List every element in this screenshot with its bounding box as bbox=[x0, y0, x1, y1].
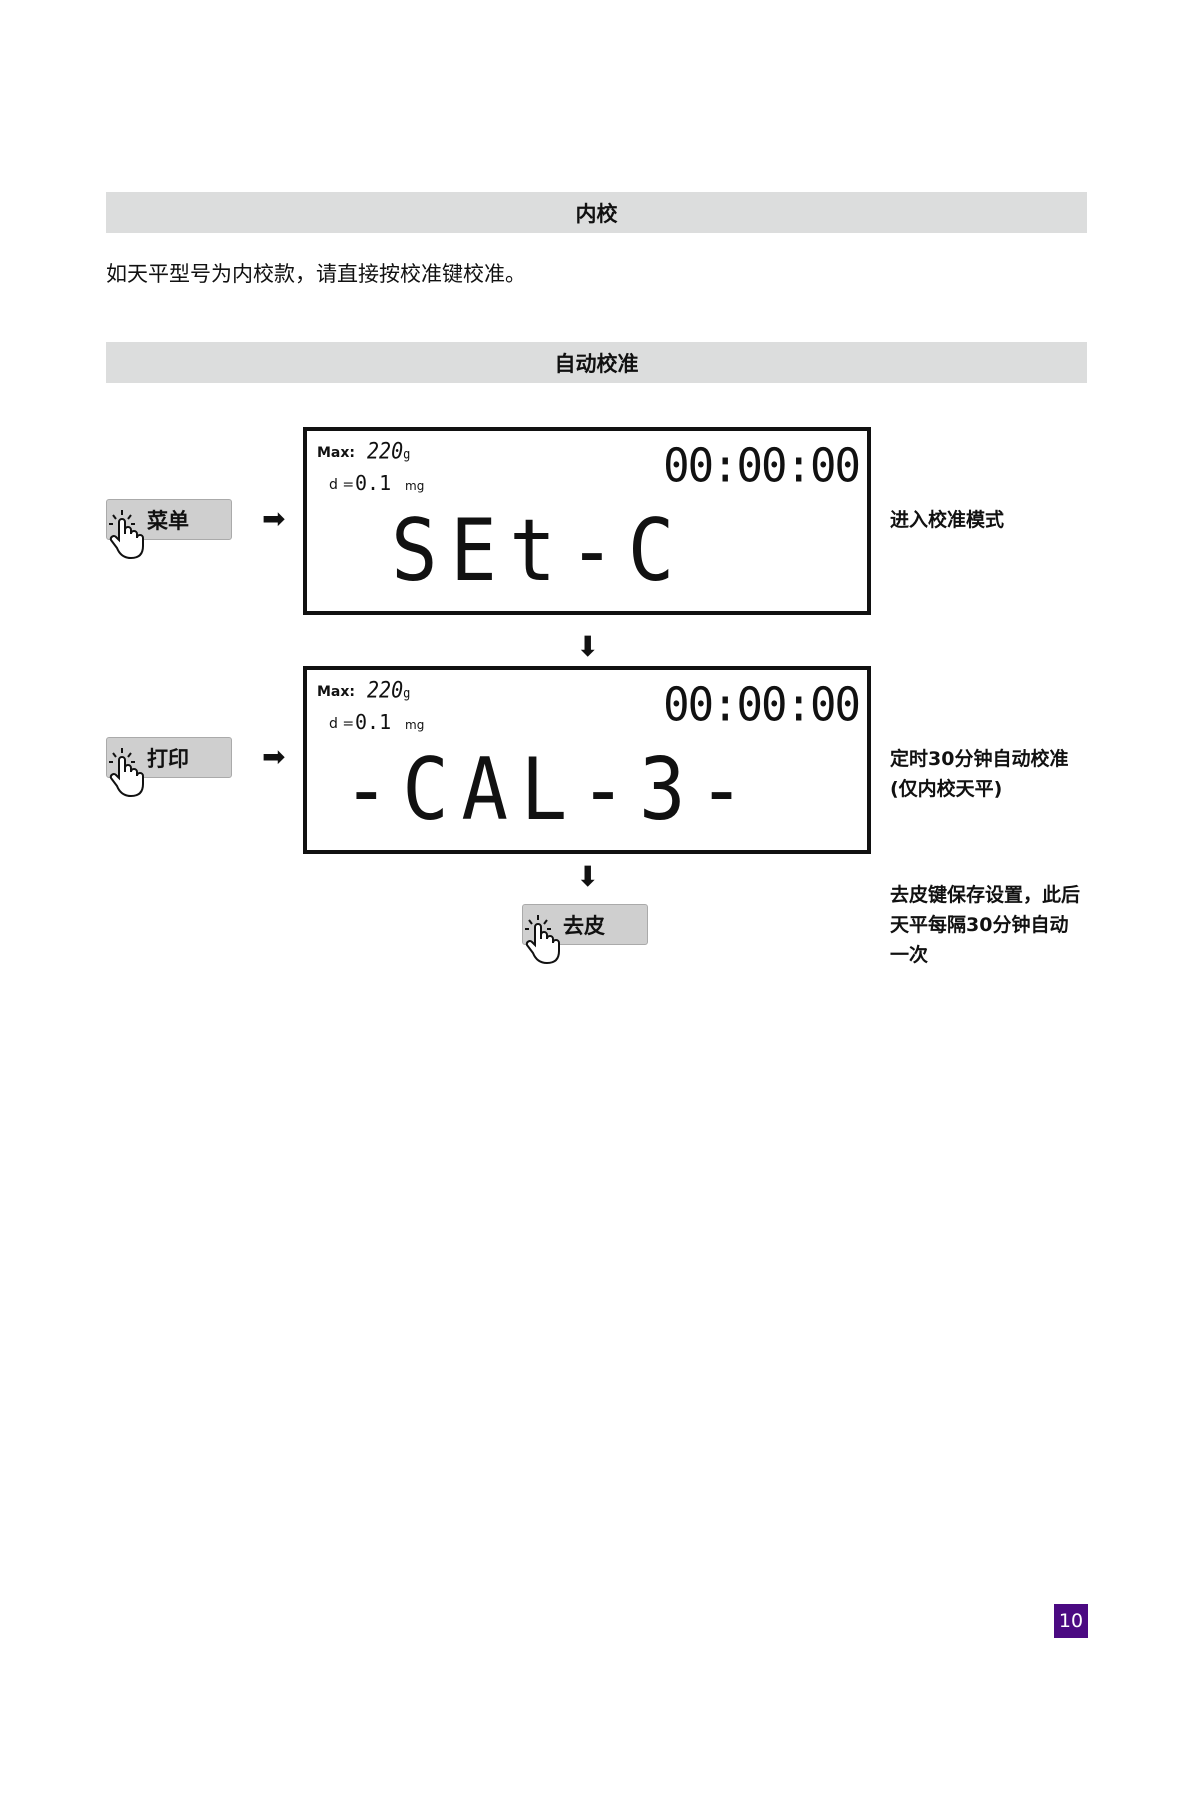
max-value: 220g bbox=[367, 437, 411, 465]
lcd-main-text: -CAL-3- bbox=[343, 740, 758, 840]
tare-button-label: 去皮 bbox=[563, 913, 605, 938]
d-label: d = bbox=[329, 477, 355, 493]
step1-note: 进入校准模式 bbox=[890, 509, 1005, 531]
d-unit: mg bbox=[405, 479, 425, 493]
print-button-label: 打印 bbox=[147, 746, 189, 771]
d-value: 0.1 bbox=[355, 471, 392, 495]
section-header-auto-calibration: 自动校准 bbox=[106, 342, 1087, 383]
press-hand-icon bbox=[109, 748, 144, 798]
step2-note: 定时30分钟自动校准(仅内校天平) bbox=[890, 748, 1069, 800]
section-header-internal-calibration: 内校 bbox=[106, 192, 1087, 233]
arrow-right-icon: ➡ bbox=[262, 502, 286, 535]
lcd-time: 00:00:00 bbox=[663, 439, 861, 494]
arrow-down-icon: ⬇ bbox=[576, 860, 600, 893]
arrow-down-icon: ⬇ bbox=[576, 630, 600, 663]
press-hand-icon bbox=[525, 915, 560, 965]
menu-button[interactable]: 菜单 bbox=[106, 499, 232, 560]
arrow-right-icon: ➡ bbox=[262, 740, 286, 773]
intro-text: 如天平型号为内校款，请直接按校准键校准。 bbox=[106, 262, 526, 286]
max-label: Max: bbox=[317, 445, 356, 461]
lcd-main-text: SEt-C bbox=[391, 501, 688, 601]
lcd-time: 00:00:00 bbox=[663, 678, 861, 733]
step3-note: 去皮键保存设置，此后天平每隔30分钟自动一次 bbox=[890, 884, 1081, 966]
menu-button-label: 菜单 bbox=[147, 508, 189, 533]
d-label: d = bbox=[329, 716, 355, 732]
print-button[interactable]: 打印 bbox=[106, 737, 232, 798]
max-label: Max: bbox=[317, 684, 356, 700]
page-number: 10 bbox=[1054, 1604, 1088, 1638]
d-value: 0.1 bbox=[355, 710, 392, 734]
tare-button[interactable]: 去皮 bbox=[522, 904, 648, 965]
max-value: 220g bbox=[367, 676, 411, 704]
d-unit: mg bbox=[405, 718, 425, 732]
press-hand-icon bbox=[109, 510, 144, 560]
lcd-display-cal-3: Max: 220g d = 0.1 mg 00:00:00 -CAL-3- bbox=[303, 666, 871, 854]
lcd-display-set-c: Max: 220g d = 0.1 mg 00:00:00 SEt-C bbox=[303, 427, 871, 615]
